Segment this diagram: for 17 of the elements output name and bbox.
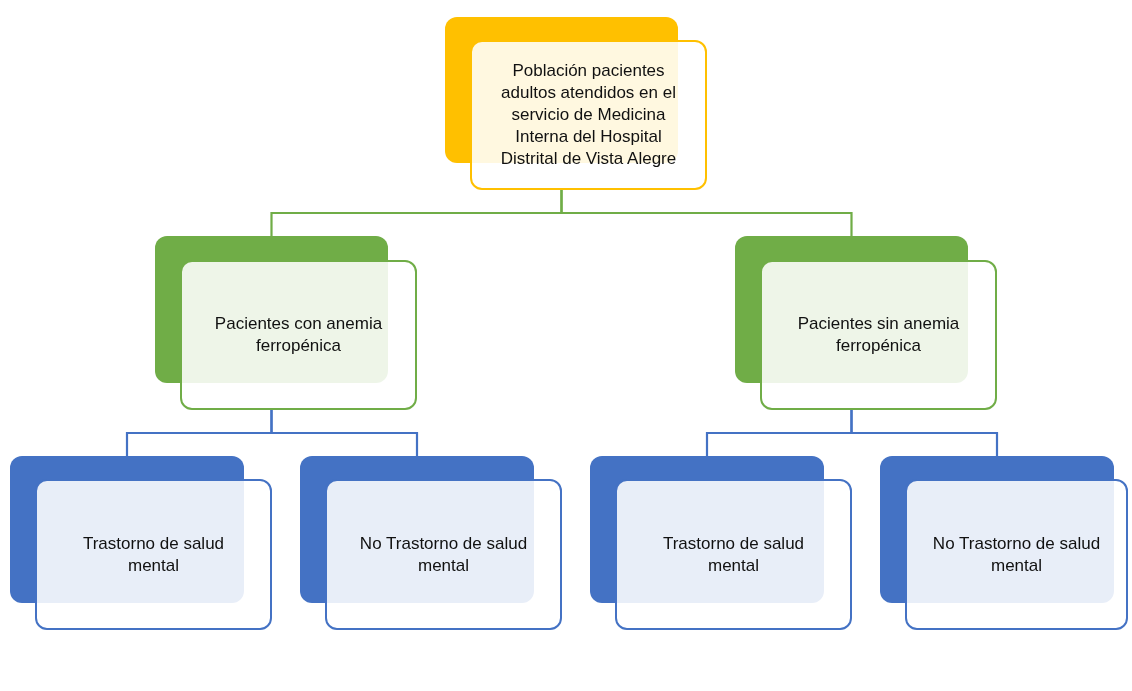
box-label: No Trastorno de salud mental [358,532,529,577]
connector-line [270,410,419,456]
box-label: Pacientes con anemia ferropénica [213,313,384,357]
box-label: Trastorno de salud mental [661,532,806,577]
box-label: Trastorno de salud mental [81,532,226,577]
hierarchy-box [155,236,417,410]
hierarchy-box [735,236,997,410]
hierarchy-box [300,456,562,630]
hierarchy-box [880,456,1128,630]
hierarchy-box [445,17,707,190]
hierarchy-box [10,456,272,630]
connector-line [560,190,853,236]
hierarchy-box [590,456,852,630]
box-label: Pacientes sin anemia ferropénica [796,313,961,357]
box-label: No Trastorno de salud mental [931,532,1102,577]
box-label: Población pacientes adultos atendidos en el servicio de Medicina Interna del Hospital Distrital de Vista Alegre [499,60,678,170]
connector-line [850,410,999,456]
